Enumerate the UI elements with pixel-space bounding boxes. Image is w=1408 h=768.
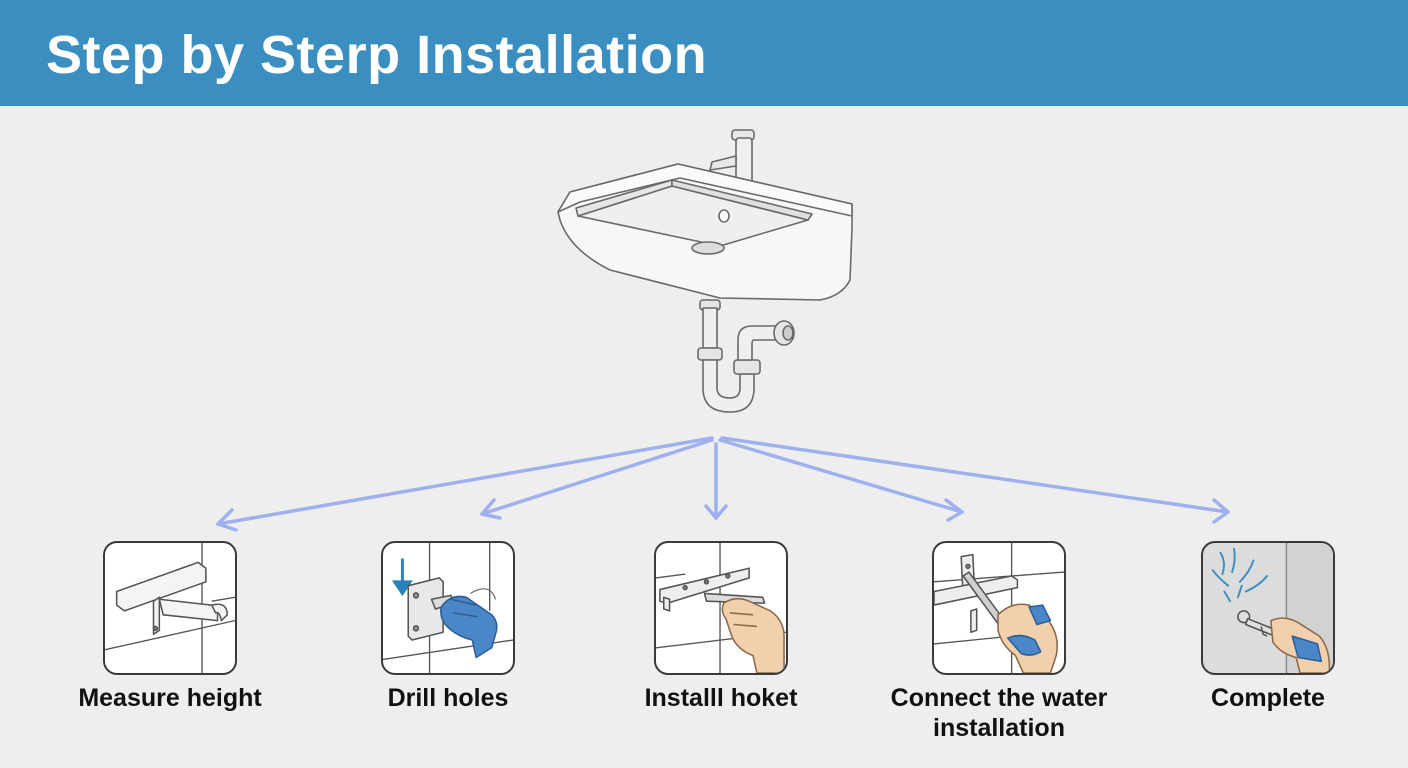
drill-hand-icon: [383, 543, 513, 673]
step-measure-height-card: [103, 541, 237, 675]
step-label-drill-holes: Drill holes: [387, 684, 509, 712]
water-spray-key-icon: [1211, 543, 1333, 673]
bracket-measure-icon: [105, 543, 235, 673]
arrow-to-step-1: [216, 436, 714, 532]
step-install-bracket-card: [654, 541, 788, 675]
page-title: Step by Sterp Installation: [46, 25, 708, 85]
step-label-complete: Complete: [1211, 684, 1325, 712]
down-arrow-icon: [391, 558, 413, 597]
step-label-install-bracket: Installl hoket: [644, 684, 798, 712]
step-connect-water-card: [932, 541, 1066, 675]
wrench-pipe-icon: [934, 543, 1064, 673]
bracket-install-icon: [656, 543, 786, 673]
step-complete-card: [1201, 541, 1335, 675]
arrow-to-step-5: [720, 436, 1230, 524]
step-label-measure-height: Measure height: [78, 684, 262, 712]
water-splash-icon: [1211, 547, 1268, 603]
step-label-connect-water: Connect the water installation: [890, 684, 1108, 742]
arrow-to-step-3: [704, 442, 728, 520]
arrow-to-step-2: [480, 438, 714, 520]
step-drill-holes-card: [381, 541, 515, 675]
arrow-to-step-4: [718, 438, 964, 522]
title-banner: Step by Sterp Installation: [0, 0, 1408, 106]
sink-illustration: [557, 129, 853, 413]
